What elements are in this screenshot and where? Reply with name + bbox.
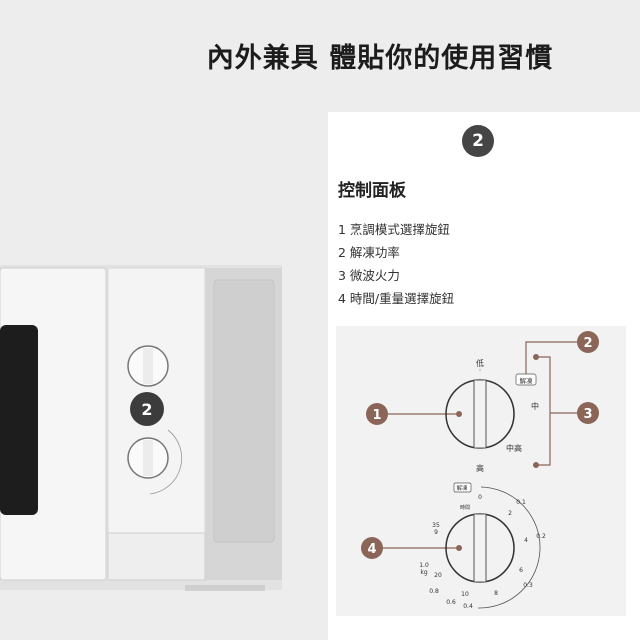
label-mid-high: 中高 (506, 443, 522, 453)
microwave-foot (185, 585, 265, 591)
microwave-image: 2 (0, 265, 282, 591)
callout-1 (366, 403, 388, 425)
callout-1-label: 1 (372, 408, 381, 423)
callout-4-label: 4 (367, 542, 376, 557)
label-minute: 6 (519, 567, 523, 574)
label-weight: 0.4 (463, 603, 473, 610)
label-low: 低 (476, 358, 484, 368)
microwave-badge (130, 392, 164, 426)
side-panel (213, 279, 275, 543)
label-minute: 2 (508, 510, 512, 517)
info-panel: 2 控制面板 1 烹調模式選擇旋鈕 2 解凍功率 3 微波火力 4 時間/重量選… (328, 112, 640, 640)
defrost-box (515, 373, 537, 386)
label-defrost: 解凍 (456, 484, 468, 492)
label-defrost: 解凍 (520, 376, 534, 385)
feature-list: 1 烹調模式選擇旋鈕 2 解凍功率 3 微波火力 4 時間/重量選擇旋鈕 (338, 218, 454, 310)
callout-3 (577, 402, 599, 424)
callout-dot (456, 545, 462, 551)
microwave-badge-label: 2 (141, 400, 152, 419)
list-item: 1 烹調模式選擇旋鈕 (338, 222, 450, 237)
label-1kg: 1.0 (419, 562, 429, 569)
timer-knob-grip (473, 513, 487, 583)
list-item: 4 時間/重量選擇旋鈕 (338, 291, 455, 306)
control-diagram: 低 · 解凍 中 中高 高 解凍 0 時間 2 4 6 8 10 20 35 9… (336, 326, 626, 616)
weight-scale-arc (477, 486, 541, 609)
label-mid: 中 (531, 401, 539, 411)
label-weight: 0.3 (523, 582, 533, 589)
label-minute: 8 (494, 590, 498, 597)
label-time: 時間 (460, 505, 470, 511)
label-kg: kg (420, 569, 427, 576)
label-zero: 0 (478, 494, 482, 501)
label-weight: 0.1 (516, 499, 526, 506)
door-window (0, 325, 38, 515)
label-weight: 0.8 (429, 588, 439, 595)
label-weight: 0.2 (536, 533, 546, 540)
callout-dot (456, 411, 462, 417)
power-knob-grip (143, 348, 153, 384)
svg-text:·: · (479, 366, 482, 375)
defrost-box (453, 482, 472, 493)
door-release (107, 532, 206, 581)
callout-dot (533, 354, 539, 360)
label-35: 35 (432, 522, 440, 529)
panel-title: 控制面板 (338, 181, 406, 201)
callout-dot (533, 462, 539, 468)
callout-2 (577, 331, 599, 353)
callout-4 (361, 537, 383, 559)
label-weight: 0.6 (446, 599, 456, 606)
headline: 內外兼具 體貼你的使用習慣 (206, 43, 554, 74)
section-badge: 2 (462, 125, 494, 157)
power-knob-grip (473, 379, 487, 449)
label-minute: 4 (524, 537, 528, 544)
callout-3-label: 3 (583, 407, 592, 422)
list-item: 3 微波火力 (338, 268, 400, 283)
label-minute: 10 (461, 591, 469, 598)
list-item: 2 解凍功率 (338, 245, 400, 260)
timer-knob-grip (143, 440, 153, 476)
label-minute: 20 (434, 572, 442, 579)
timer-scale (149, 429, 183, 495)
label-9: 9 (434, 529, 438, 536)
label-high: 高 (476, 463, 484, 473)
callout-2-label: 2 (583, 336, 592, 351)
